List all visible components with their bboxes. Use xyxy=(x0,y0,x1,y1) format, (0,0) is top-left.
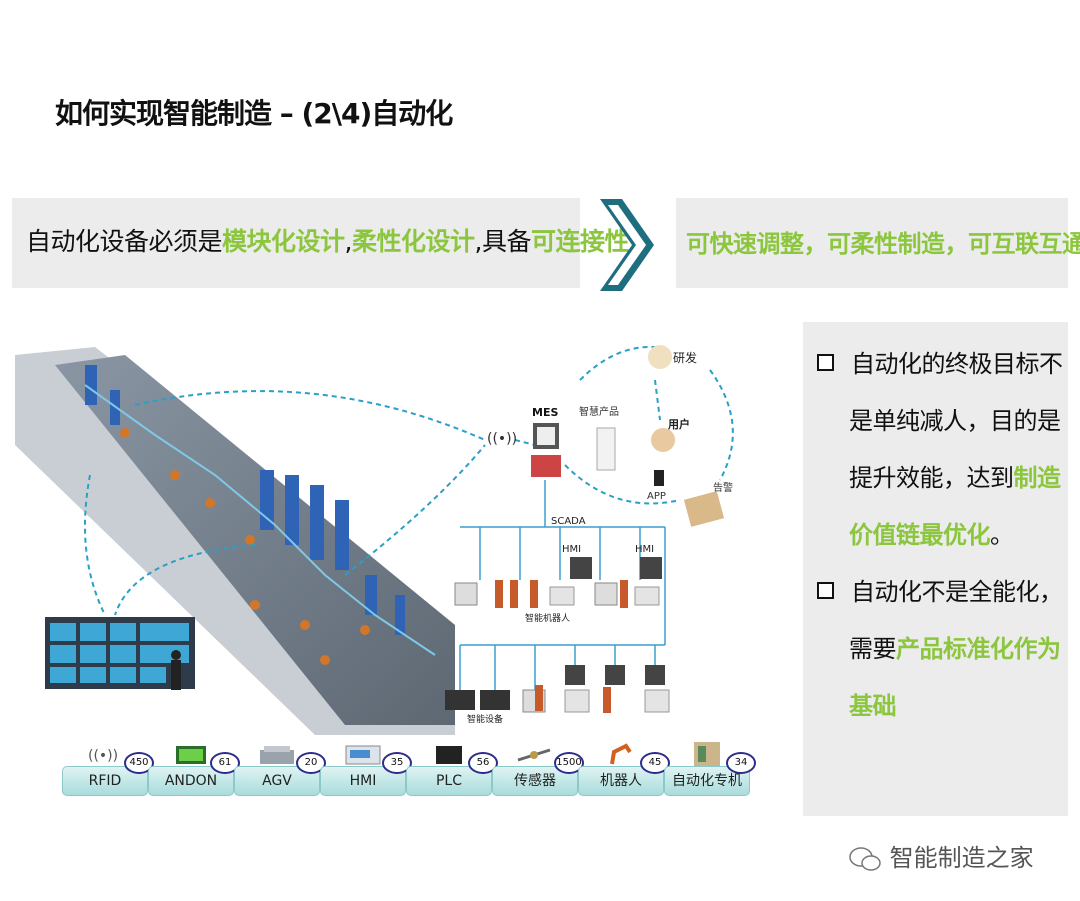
warning-device xyxy=(684,491,724,527)
control-room-screens xyxy=(45,617,195,690)
scada-label: SCADA xyxy=(551,516,586,527)
phone-icon xyxy=(654,470,664,486)
checkbox-square-icon xyxy=(817,354,834,371)
bullet-1-line-3: 提升效能，达到制造 xyxy=(817,450,1063,507)
app-label: APP xyxy=(647,491,666,502)
right-banner-text: 可快速调整，可柔性制造，可互联互通 xyxy=(686,224,1080,259)
wechat-icon xyxy=(848,845,882,873)
legend-item-hmi: HMI 35 xyxy=(320,740,404,796)
bullet-text: 自动化的终极目标不 xyxy=(851,350,1063,378)
hmi-label-2: HMI xyxy=(635,544,654,555)
legend-item-special-machine: 自动化专机 34 xyxy=(664,740,748,796)
left-text-part: ,具备 xyxy=(475,227,531,256)
scada-devices-row2 xyxy=(445,665,669,713)
bullet-text: 需要 xyxy=(849,635,896,663)
hmi-label-1: HMI xyxy=(562,544,581,555)
watermark: 智能制造之家 xyxy=(848,838,1034,873)
bullet-text: 提升效能，达到 xyxy=(849,464,1014,492)
mes-server xyxy=(531,455,561,477)
device-group-label: 智能设备 xyxy=(467,713,503,725)
bullet-1-line-4: 价值链最优化。 xyxy=(817,507,1063,564)
legend-item-agv: AGV 20 xyxy=(234,740,318,796)
left-highlight-modular: 模块化设计 xyxy=(222,227,345,256)
bullet-2-line-1: 自动化不是全能化， xyxy=(817,564,1063,621)
legend-item-sensor: 传感器 1500 xyxy=(492,740,576,796)
sensor-icon xyxy=(514,742,554,766)
rnd-icon xyxy=(648,345,672,369)
special-machine-icon xyxy=(686,742,726,766)
agv-icon xyxy=(256,742,296,766)
automation-diagram: ((•)) MES 智慧产品 研发 用户 APP 告警 SCADA HMI HM… xyxy=(15,325,795,735)
legend-count: 34 xyxy=(726,752,756,774)
checkbox-square-icon xyxy=(817,582,834,599)
bullet-2-line-2: 需要产品标准化作为 xyxy=(817,621,1063,678)
bullet-text: 。 xyxy=(990,521,1014,549)
bullet-1-line-2: 是单纯减人，目的是 xyxy=(817,393,1063,450)
smart-product-device xyxy=(597,428,615,470)
svg-text:((•)): ((•)) xyxy=(88,748,118,764)
legend-item-plc: PLC 56 xyxy=(406,740,490,796)
left-text-part: , xyxy=(345,227,352,256)
bullet-2-line-3: 基础 xyxy=(817,678,1063,735)
bullet-highlight: 价值链最优化 xyxy=(849,521,990,549)
bullet-highlight: 产品标准化作为 xyxy=(896,635,1061,663)
robot-icon xyxy=(600,742,640,766)
user-label: 用户 xyxy=(668,417,690,431)
bullet-1-line-1: 自动化的终极目标不 xyxy=(817,336,1063,393)
left-text-part: 自动化设备必须是 xyxy=(26,227,222,256)
key-points-panel: 自动化的终极目标不 是单纯减人，目的是 提升效能，达到制造 价值链最优化。 自动… xyxy=(803,322,1068,816)
user-icon xyxy=(651,428,675,452)
andon-icon xyxy=(170,742,210,766)
bullet-highlight: 制造 xyxy=(1014,464,1061,492)
left-banner-text: 自动化设备必须是模块化设计,柔性化设计,具备可连接性 xyxy=(26,222,629,258)
robot-group-label: 智能机器人 xyxy=(525,612,570,624)
legend-item-andon: ANDON 61 xyxy=(148,740,232,796)
hmi-icon xyxy=(342,742,382,766)
bullet-text: 自动化不是全能化， xyxy=(851,578,1063,606)
key-points-list: 自动化的终极目标不 是单纯减人，目的是 提升效能，达到制造 价值链最优化。 自动… xyxy=(817,336,1063,735)
legend-item-robot: 机器人 45 xyxy=(578,740,662,796)
mes-label: MES xyxy=(532,406,558,419)
chevron-right-icon xyxy=(596,195,658,295)
page-title: 如何实现智能制造 – (2\4)自动化 xyxy=(55,92,452,132)
legend-item-rfid: ((•)) RFID 450 xyxy=(62,740,146,796)
scada-devices-row1 xyxy=(455,557,662,608)
watermark-text: 智能制造之家 xyxy=(890,844,1034,872)
rfid-icon: ((•)) xyxy=(84,742,124,766)
wireless-icon: ((•)) xyxy=(487,431,517,447)
scada-network xyxy=(460,480,665,690)
rnd-label: 研发 xyxy=(673,350,697,365)
plc-icon xyxy=(428,742,468,766)
smart-product-label: 智慧产品 xyxy=(579,405,619,418)
left-highlight-flexible: 柔性化设计 xyxy=(352,227,475,256)
